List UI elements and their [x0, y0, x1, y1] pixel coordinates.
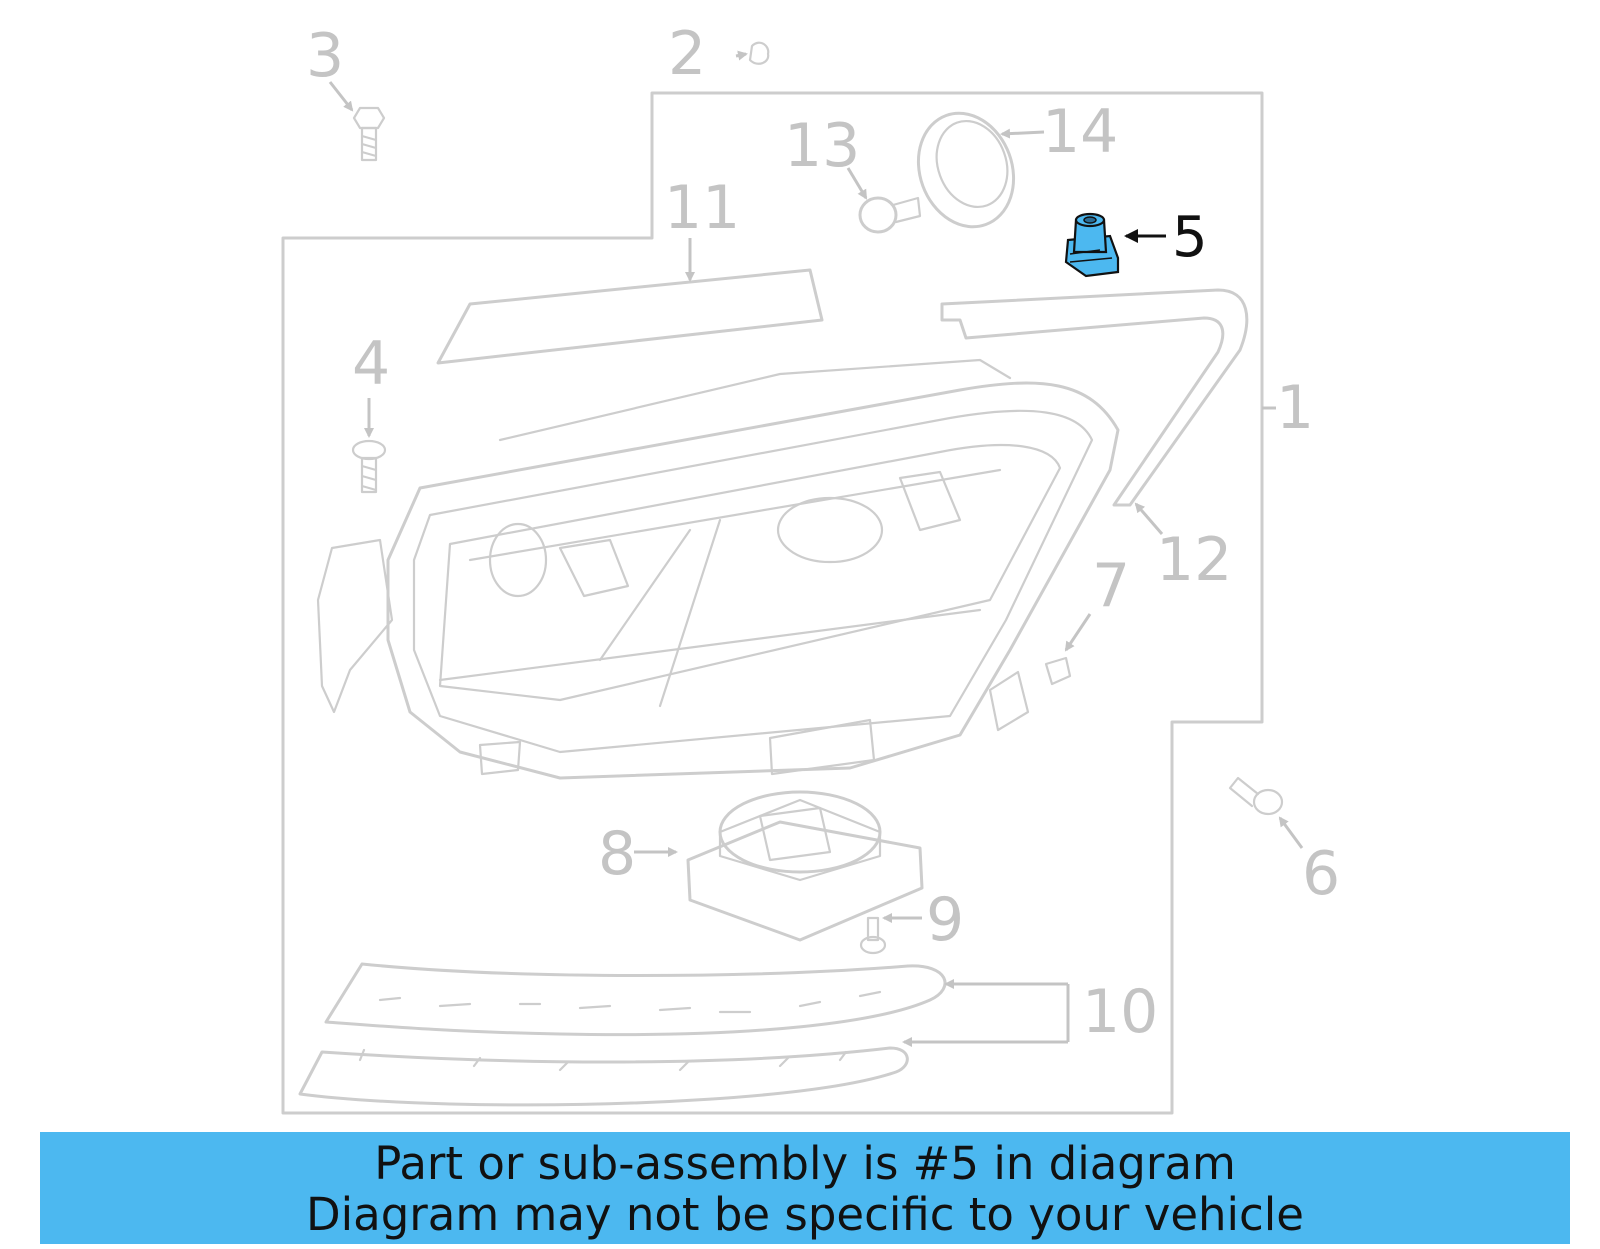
headlamp-assembly-part-1[interactable]	[316, 358, 1120, 780]
callout-7: 7	[1092, 551, 1130, 621]
dust-cap-part-14[interactable]	[903, 100, 1029, 240]
clip-part-7[interactable]	[1044, 656, 1072, 686]
trim-pieces-part-10[interactable]	[298, 962, 947, 1107]
callout-1: 1	[1276, 373, 1314, 443]
bolt-part-3[interactable]	[352, 106, 386, 162]
leader-lines	[328, 50, 1304, 1047]
callout-14: 14	[1042, 97, 1118, 167]
callout-13: 13	[784, 111, 860, 181]
assembly-boundary	[281, 91, 1264, 1115]
callout-8: 8	[598, 819, 636, 889]
callout-6: 6	[1302, 839, 1340, 909]
banner-line-1: Part or sub-assembly is #5 in diagram	[374, 1137, 1236, 1190]
bulb-part-13[interactable]	[858, 196, 922, 234]
bolt-part-6[interactable]	[1228, 776, 1284, 816]
clip-nut-part-5[interactable]	[1064, 212, 1120, 278]
bracket-part-12[interactable]	[940, 288, 1249, 507]
callout-4: 4	[352, 329, 390, 399]
control-module-part-8[interactable]	[686, 790, 924, 942]
callout-5: 5	[1172, 205, 1208, 270]
callout-10: 10	[1082, 977, 1158, 1047]
callout-2: 2	[668, 19, 706, 89]
callout-11: 11	[664, 173, 740, 243]
info-banner: Part or sub-assembly is #5 in diagram Di…	[40, 1132, 1570, 1244]
banner-line-2: Diagram may not be specific to your vehi…	[306, 1188, 1304, 1241]
trim-strip-part-11[interactable]	[436, 268, 824, 365]
screw-part-4[interactable]	[351, 439, 387, 494]
callout-3: 3	[306, 21, 344, 91]
clip-part-2[interactable]	[748, 41, 770, 65]
callout-12: 12	[1156, 525, 1232, 595]
screw-part-9[interactable]	[859, 916, 887, 955]
callout-9: 9	[926, 885, 964, 955]
